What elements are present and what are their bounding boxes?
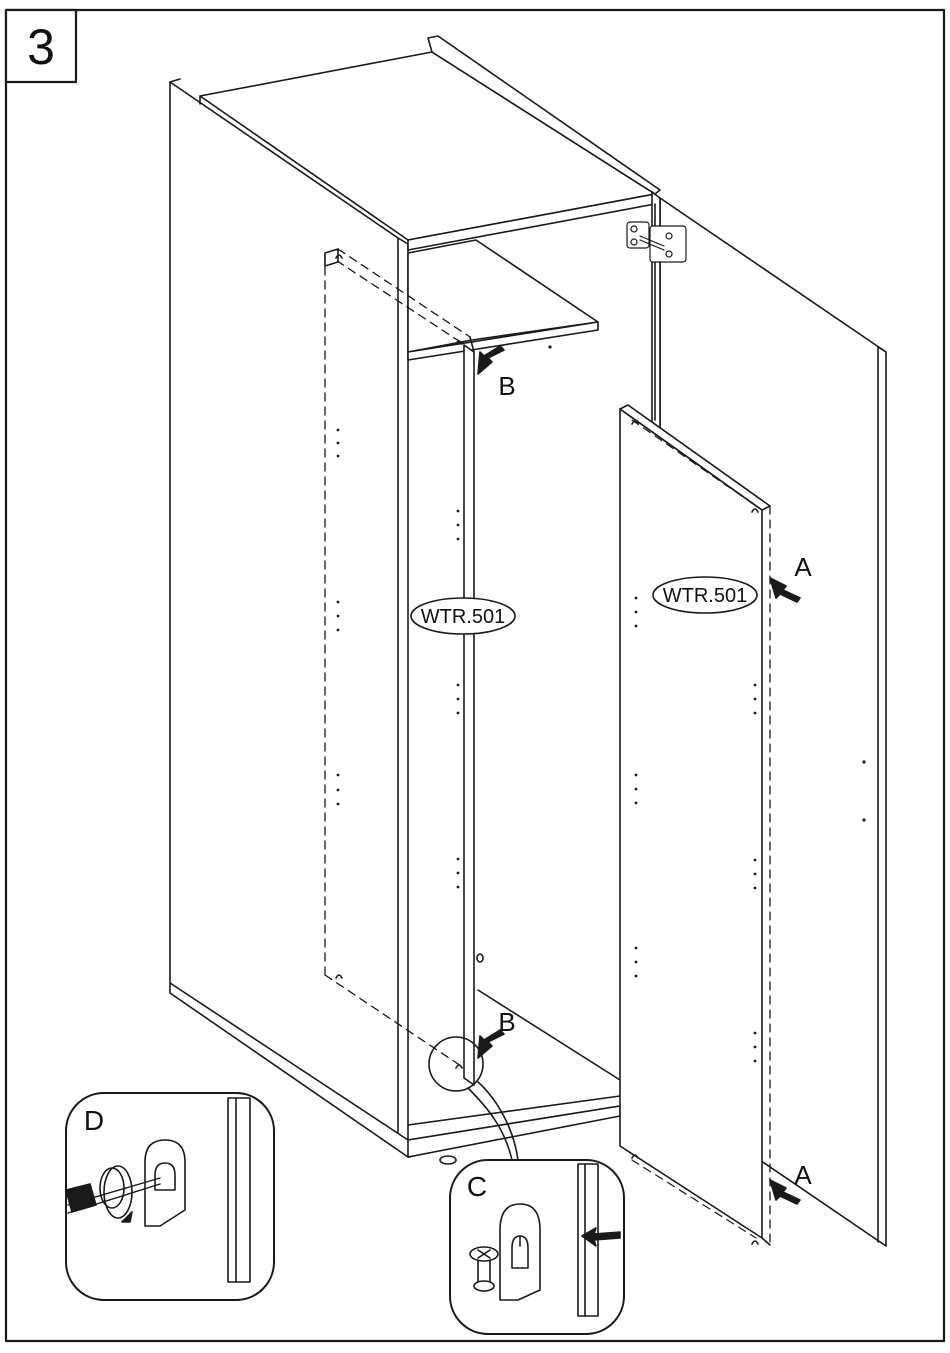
right-door-panel [620,409,762,1238]
arrow-b-top [478,346,504,374]
callout-a-top: A [794,552,812,582]
right-door-part-label: WTR.501 [663,585,747,607]
left-door-edge [464,345,474,1085]
wardrobe-carcass [170,36,886,1246]
callout-b-top: B [498,371,515,401]
right-door [620,405,770,1245]
left-door-part-label: WTR.501 [421,606,505,628]
step-number: 3 [27,19,55,75]
callout-a-bottom: A [794,1160,812,1190]
hinge-icon [627,222,686,262]
detail-d-label: D [84,1105,104,1136]
detail-c-label: C [467,1171,487,1202]
left-side-panel [170,82,398,1140]
detail-circle [429,1037,483,1091]
callout-b-bottom: B [498,1007,515,1037]
